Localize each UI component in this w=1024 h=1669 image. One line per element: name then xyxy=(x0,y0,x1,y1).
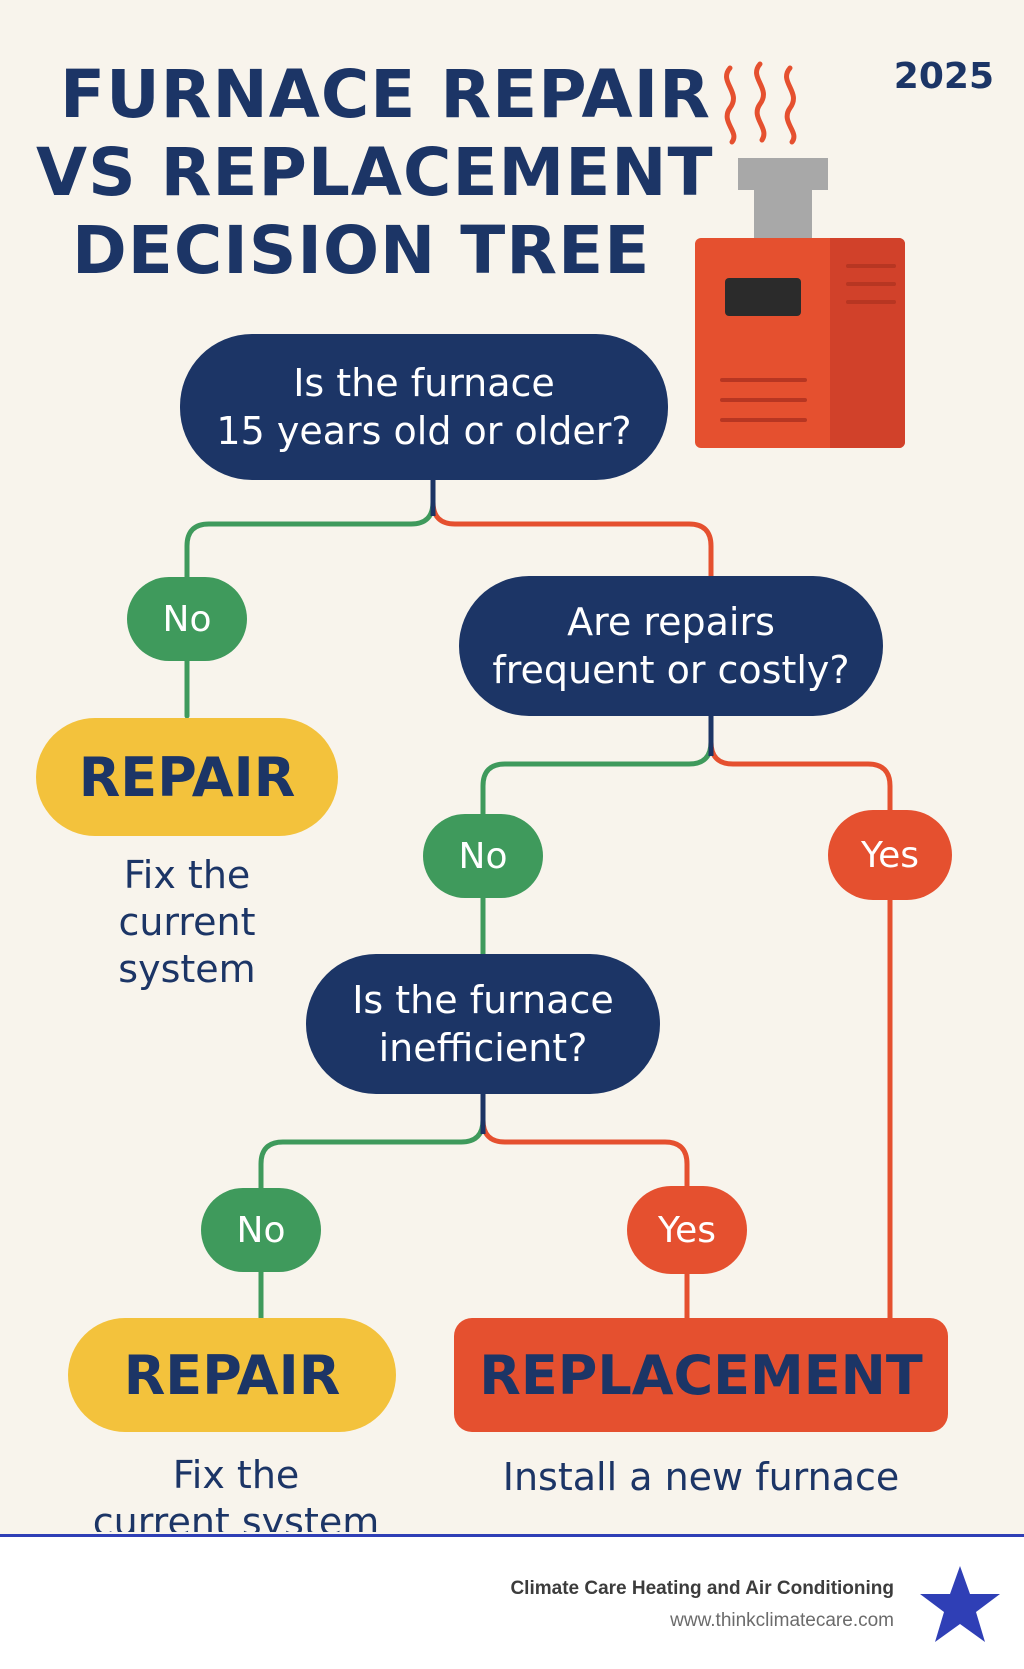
question-age-text: Is the furnace 15 years old or older? xyxy=(216,361,632,453)
answer-no-efficiency: No xyxy=(201,1188,321,1272)
flue-pipe xyxy=(754,190,812,238)
question-repairs-text: Are repairs frequent or costly? xyxy=(492,600,850,692)
outcome-replacement: REPLACEMENT xyxy=(454,1318,948,1432)
flue-cap xyxy=(738,158,828,190)
connector-q3-yes xyxy=(480,1117,690,1323)
answer-no-repairs: No xyxy=(423,814,543,898)
furnace-display xyxy=(725,278,801,316)
footer xyxy=(0,1534,1024,1669)
footer-url: www.thinkclimatecare.com xyxy=(670,1610,894,1631)
question-node-age: Is the furnace 15 years old or older? xyxy=(180,334,668,480)
title-line-3: DECISION TREE xyxy=(72,212,651,289)
page-title: FURNACE REPAIR VS REPLACEMENT DECISION T… xyxy=(36,56,760,290)
footer-company-name: Climate Care Heating and Air Conditionin… xyxy=(510,1578,894,1599)
question-node-repairs: Are repairs frequent or costly? xyxy=(459,576,883,716)
outcome-repair-2-description-text: Fix the current system xyxy=(92,1453,380,1532)
outcome-repair-1-description: Fix the current system xyxy=(66,852,308,993)
connector-q1-yes xyxy=(430,499,714,581)
star-icon xyxy=(920,1566,1000,1642)
question-efficiency-text: Is the furnace inefficient? xyxy=(352,978,614,1070)
title-line-1: FURNACE REPAIR xyxy=(60,56,711,133)
furnace-icon xyxy=(695,61,905,448)
outcome-repair-2: REPAIR xyxy=(68,1318,396,1432)
outcome-repair-1-description-text: Fix the current system xyxy=(118,853,256,991)
title-line-2: VS REPLACEMENT xyxy=(36,134,714,211)
year-label: 2025 xyxy=(893,56,994,97)
outcome-replacement-description: Install a new furnace xyxy=(502,1455,900,1499)
connector-q2-yes xyxy=(708,739,893,1323)
heat-waves-icon xyxy=(724,61,797,145)
furnace-vents xyxy=(720,264,896,422)
question-node-efficiency: Is the furnace inefficient? xyxy=(306,954,660,1094)
answer-yes-repairs: Yes xyxy=(828,810,952,900)
furnace-side-panel xyxy=(830,238,905,448)
outcome-repair-1: REPAIR xyxy=(36,718,338,836)
answer-no-age: No xyxy=(127,577,247,661)
connector-lines xyxy=(184,478,893,1323)
answer-yes-efficiency: Yes xyxy=(627,1186,747,1274)
outcome-repair-2-description: Fix the current system xyxy=(60,1452,412,1532)
